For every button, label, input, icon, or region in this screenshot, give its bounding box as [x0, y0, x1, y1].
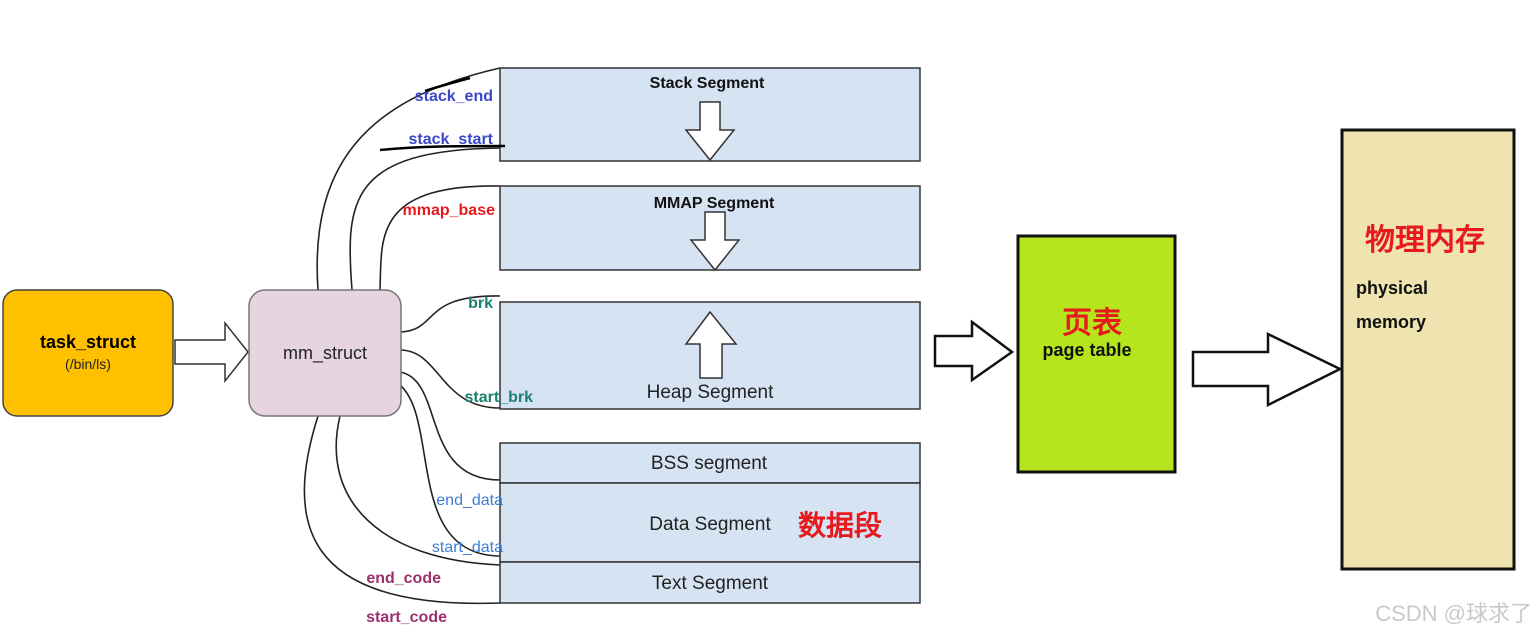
arrow-to-page-table: [933, 319, 1015, 383]
page-table-en-label: page table: [1042, 340, 1131, 360]
physical-memory-cn-label: 物理内存: [1365, 224, 1485, 257]
page-table-box: [1016, 234, 1177, 474]
connector-stack-start: [349, 147, 501, 291]
label-end-data: end_data: [436, 492, 503, 509]
physical-memory-en-line2: memory: [1356, 312, 1426, 332]
csdn-watermark: CSDN @球求了: [1375, 601, 1532, 626]
text-segment-box: [499, 561, 921, 604]
task-struct-title: task_struct: [40, 332, 136, 352]
text-segment-label: Text Segment: [652, 573, 769, 594]
connector-end-code: [335, 415, 501, 566]
label-start-data: start_data: [432, 539, 503, 556]
down-arrow-icon: [689, 211, 741, 272]
stack-end-underline: [424, 76, 471, 93]
mm-struct-label: mm_struct: [283, 343, 367, 364]
connector-start-brk: [399, 349, 501, 409]
label-stack-end: stack_end: [415, 88, 493, 105]
task-struct-box: [2, 289, 174, 417]
connector-start-code: [303, 415, 501, 605]
physical-memory-en-line1: physical: [1356, 278, 1428, 298]
connector-brk: [399, 295, 501, 333]
mm-struct-box: [248, 289, 402, 417]
label-brk: brk: [468, 295, 493, 312]
label-start-brk: start_brk: [465, 389, 534, 406]
down-arrow-icon: [684, 101, 736, 162]
arrow-to-physical-memory: [1191, 332, 1343, 408]
data-segment-label: Data Segment: [649, 514, 771, 535]
label-start-code: start_code: [366, 609, 447, 626]
bss-segment-label: BSS segment: [651, 453, 768, 474]
data-segment-cn-label: 数据段: [798, 509, 882, 541]
stack-start-underline: [379, 144, 506, 152]
arrow-task-to-mm: [174, 320, 249, 384]
connector-mmap-base: [379, 185, 501, 291]
stack-segment-label: Stack Segment: [650, 75, 765, 92]
label-stack-start: stack_start: [409, 131, 494, 148]
connector-start-data: [399, 384, 501, 557]
physical-memory-box: [1340, 128, 1516, 571]
task-struct-subtitle: (/bin/ls): [65, 356, 111, 372]
page-table-cn-label: 页表: [1062, 307, 1122, 340]
mmap-segment-label: MMAP Segment: [654, 195, 775, 212]
label-mmap-base: mmap_base: [403, 202, 496, 219]
heap-segment-label: Heap Segment: [647, 382, 774, 403]
label-end-code: end_code: [366, 570, 441, 587]
connector-end-data: [399, 371, 501, 481]
up-arrow-icon: [684, 310, 738, 379]
